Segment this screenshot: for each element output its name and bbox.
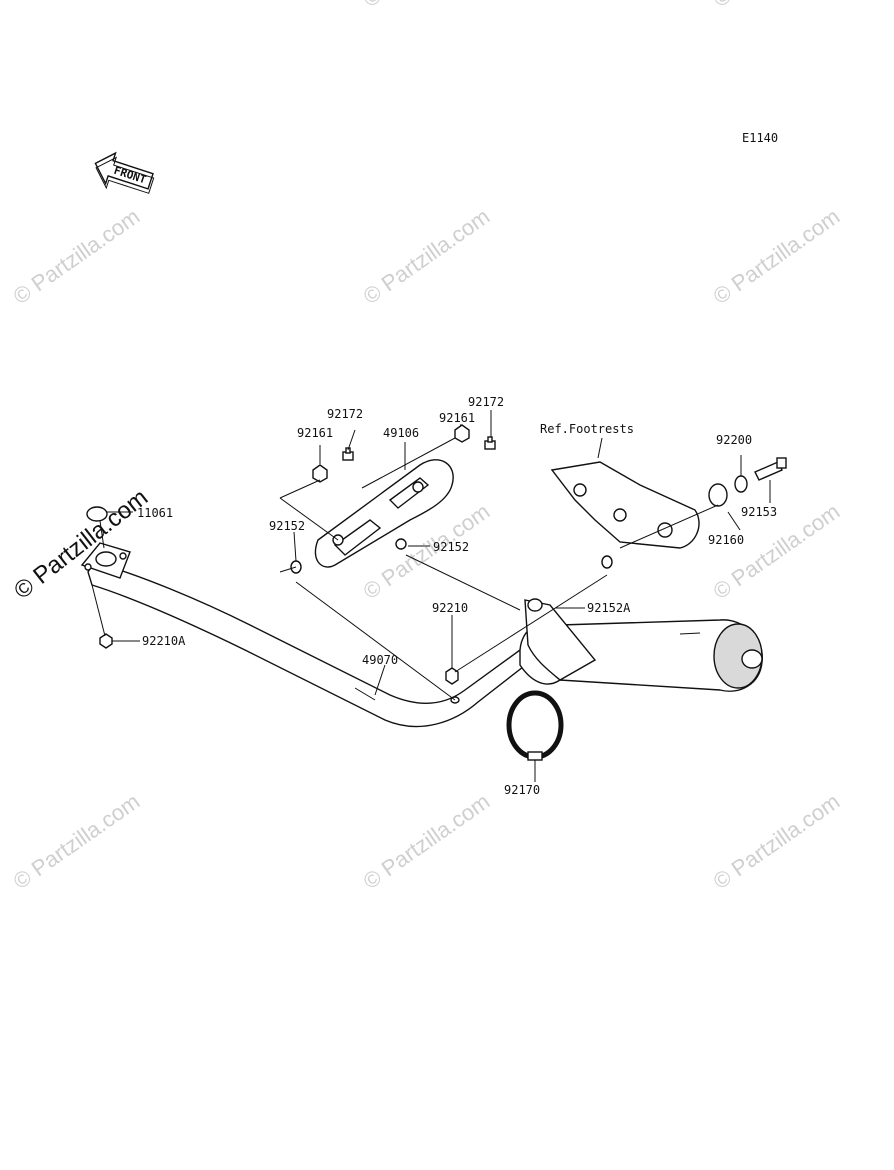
muffler <box>519 598 763 692</box>
watermark: © Partzilla.com <box>709 0 845 12</box>
exhaust-pipe-49070 <box>80 506 534 728</box>
part-label-49070: 49070 <box>362 653 398 667</box>
reference-note: Ref.Footrests <box>540 422 634 436</box>
watermark: © Partzilla.com <box>359 0 495 12</box>
part-label-92152-left: 92152 <box>269 519 305 533</box>
part-label-92161-left: 92161 <box>297 426 333 440</box>
watermark: © Partzilla.com <box>359 789 495 895</box>
leader-lines <box>91 410 771 782</box>
part-label-92152-mid: 92152 <box>433 540 469 554</box>
diagram-code: E1140 <box>742 131 778 145</box>
watermark-layer: © Partzilla.com © Partzilla.com © Partzi… <box>9 0 845 894</box>
part-label-92153: 92153 <box>741 505 777 519</box>
part-label-92210A: 92210A <box>142 634 186 648</box>
part-label-49106: 49106 <box>383 426 419 440</box>
clamp-92170 <box>506 690 564 761</box>
part-label-92170: 92170 <box>504 783 540 797</box>
part-label-92210: 92210 <box>432 601 468 615</box>
part-label-92200: 92200 <box>716 433 752 447</box>
watermark: © Partzilla.com <box>9 204 145 310</box>
footrest-bracket <box>550 437 700 549</box>
watermark: © Partzilla.com <box>359 204 495 310</box>
front-direction-arrow-icon: FRONT <box>94 151 155 194</box>
watermark: © Partzilla.com <box>709 204 845 310</box>
heat-shield-49106 <box>314 459 454 568</box>
part-label-92160: 92160 <box>708 533 744 547</box>
part-label-92161-right: 92161 <box>439 411 475 425</box>
watermark: © Partzilla.com <box>709 789 845 895</box>
part-label-11061: 11061 <box>137 506 173 520</box>
part-label-92172-left: 92172 <box>327 407 363 421</box>
part-label-92152A: 92152A <box>587 601 631 615</box>
part-label-92172-right: 92172 <box>468 395 504 409</box>
fasteners <box>290 424 787 685</box>
part-labels: 92172 92161 49106 92161 92172 Ref.Footre… <box>137 395 777 797</box>
watermark: © Partzilla.com <box>9 789 145 895</box>
